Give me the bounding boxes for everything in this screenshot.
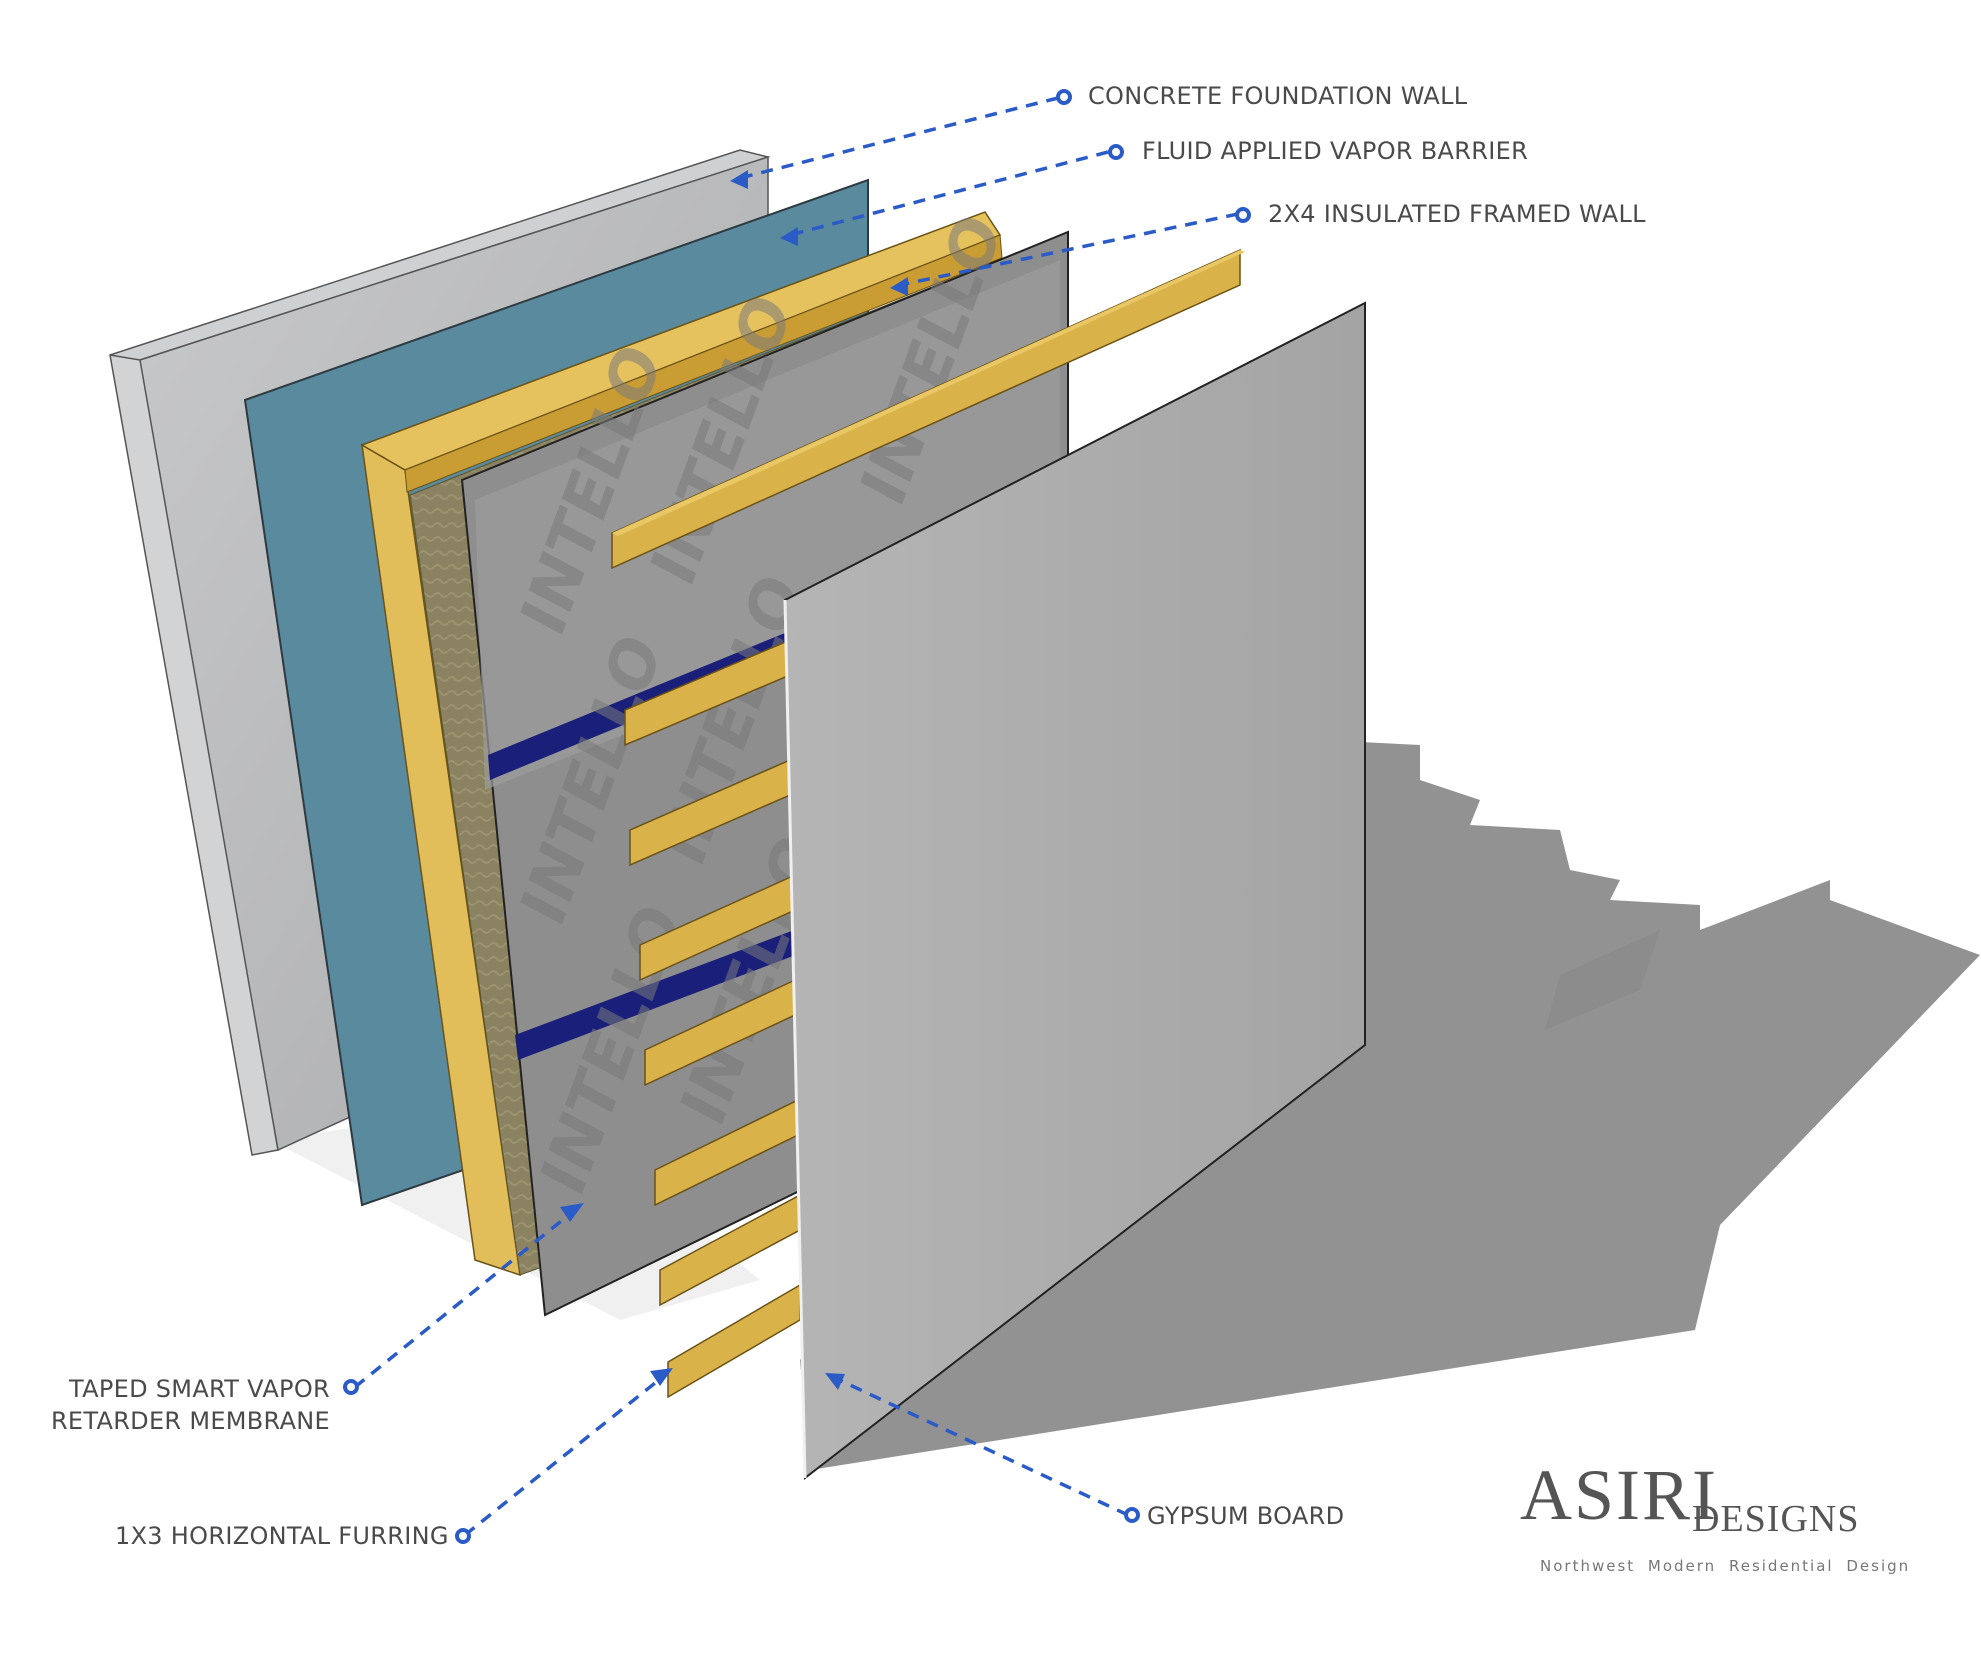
logo-tagline: Northwest Modern Residential Design — [1540, 1557, 1911, 1575]
marker-concrete — [1056, 89, 1072, 105]
marker-vapor-barrier — [1108, 144, 1124, 160]
label-1x3-horizontal-furring: 1X3 HORIZONTAL FURRING — [115, 1522, 449, 1550]
arrowhead-furring — [650, 1368, 673, 1386]
membrane-highlight — [475, 260, 1060, 790]
marker-membrane — [343, 1379, 359, 1395]
arrowhead-framed-wall — [890, 277, 908, 296]
arrowhead-gypsum — [825, 1373, 845, 1390]
furring-strip-1 — [611, 248, 1245, 570]
leader-framed-wall — [899, 212, 1239, 287]
marker-framed-wall — [1235, 207, 1251, 223]
leader-concrete — [739, 96, 1059, 180]
label-taped-smart-vapor-retarder-membrane: TAPED SMART VAPOR RETARDER MEMBRANE — [50, 1375, 330, 1435]
label-2x4-insulated-framed-wall: 2X4 INSULATED FRAMED WALL — [1268, 200, 1646, 228]
label-concrete-foundation-wall: CONCRETE FOUNDATION WALL — [1088, 82, 1468, 110]
logo-name: ASIRI — [1520, 1455, 1719, 1535]
ground-shadow — [800, 740, 1980, 1470]
asiri-designs-logo: ASIRI DESIGNS Northwest Modern Residenti… — [1520, 1455, 1908, 1585]
leader-vapor-barrier — [789, 150, 1109, 237]
arrowhead-concrete — [730, 170, 748, 189]
arrowhead-vapor-barrier — [780, 227, 798, 246]
leader-gypsum — [834, 1376, 1129, 1517]
label-gypsum-board: GYPSUM BOARD — [1147, 1502, 1345, 1530]
marker-gypsum — [1124, 1507, 1140, 1523]
label-fluid-applied-vapor-barrier: FLUID APPLIED VAPOR BARRIER — [1142, 137, 1529, 165]
leader-membrane — [353, 1208, 577, 1389]
furring-strip-8 — [667, 1283, 801, 1399]
arrowhead-membrane — [560, 1203, 584, 1222]
leader-furring — [463, 1373, 667, 1537]
marker-furring — [455, 1528, 471, 1544]
ground-shadow-strip — [1545, 930, 1660, 1030]
logo-suffix: DESIGNS — [1692, 1498, 1860, 1540]
gypsum-board-edge — [783, 599, 807, 1479]
